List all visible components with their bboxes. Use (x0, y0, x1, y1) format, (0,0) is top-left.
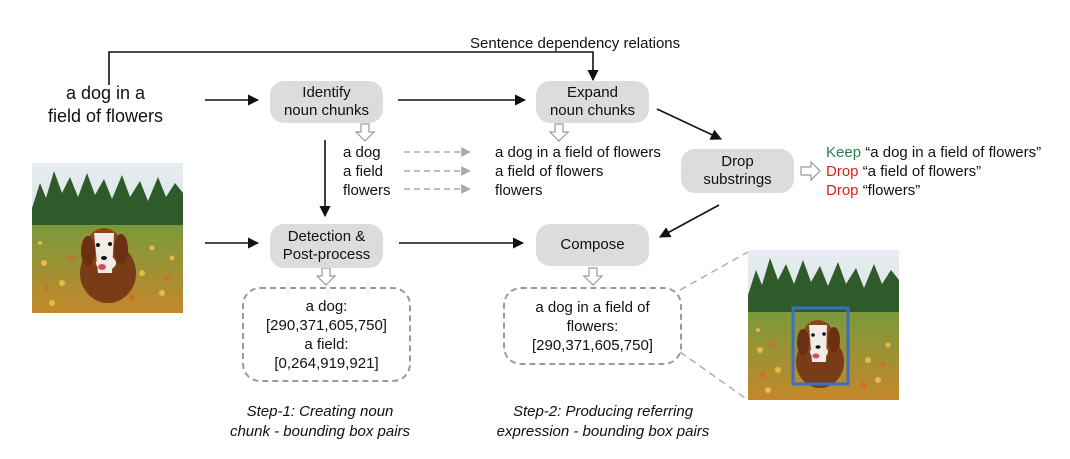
dog-figure (796, 320, 844, 388)
result-row: Drop “flowers” (826, 181, 1041, 200)
noun-chunk-item: a field (343, 163, 384, 180)
composed-line-1: a dog in a field of (535, 298, 650, 316)
bounding-box (791, 306, 850, 386)
arrow-expand-to-drop (656, 108, 723, 140)
noun-chunk-item: flowers (343, 182, 391, 199)
detection-postprocess-node: Detection & Post-process (270, 224, 383, 268)
step1-line-1: Step-1: Creating noun (246, 403, 394, 420)
zoom-connector-lines (679, 251, 749, 401)
identify-node-line-1: Identify (302, 84, 351, 101)
keep-action: Keep (826, 144, 862, 161)
expand-node-line-2: noun chunks (549, 102, 636, 119)
drop-substrings-node: Drop substrings (681, 149, 794, 193)
result-text: “a field of flowers” (862, 163, 982, 180)
composed-output-box: a dog in a field of flowers: [290,371,60… (503, 287, 682, 365)
dog-figure (80, 228, 136, 303)
dependency-relations-label: Sentence dependency relations (470, 35, 681, 52)
detection-bbox: [0,264,919,921] (274, 354, 379, 372)
step2-line-2: expression - bounding box pairs (496, 423, 710, 440)
identify-node-line-2: noun chunks (283, 102, 370, 119)
hollow-right-arrow-icon (800, 160, 821, 182)
hollow-down-arrow-icon (315, 267, 337, 286)
detection-label: a dog: (305, 297, 348, 315)
detection-node-line-2: Post-process (282, 246, 371, 263)
dependency-line (108, 51, 599, 85)
step1-caption: Step-1: Creating noun chunk - bounding b… (220, 402, 420, 442)
expanded-chunk-list: a dog in a field of flowers a field of f… (495, 143, 661, 200)
drop-node-line-2: substrings (703, 171, 772, 188)
filter-results: Keep “a dog in a field of flowers” Drop … (826, 143, 1041, 200)
result-text: “flowers” (862, 182, 921, 199)
composed-bbox: [290,371,605,750] (532, 336, 653, 354)
compose-node-label: Compose (560, 236, 625, 253)
dog-photo-output (748, 250, 899, 400)
step1-line-2: chunk - bounding box pairs (229, 423, 411, 440)
drop-action: Drop (826, 182, 859, 199)
result-text: “a dog in a field of flowers” (865, 144, 1042, 161)
expand-noun-chunks-node: Expand noun chunks (536, 81, 649, 123)
detection-output-box: a dog: [290,371,605,750] a field: [0,264… (242, 287, 411, 382)
detection-node-line-1: Detection & (287, 228, 366, 245)
noun-chunk-item: a dog (343, 144, 381, 161)
expanded-chunk-item: a dog in a field of flowers (495, 144, 661, 161)
result-row: Keep “a dog in a field of flowers” (826, 143, 1041, 162)
dog-photo-input (32, 163, 183, 313)
hollow-down-arrow-icon (354, 123, 376, 142)
step2-caption: Step-2: Producing referring expression -… (473, 402, 733, 442)
composed-line-2: flowers: (566, 317, 619, 335)
detection-label: a field: (304, 335, 349, 353)
input-caption: a dog in a field of flowers (48, 82, 163, 128)
compose-node: Compose (536, 224, 649, 266)
input-caption-line-2: field of flowers (48, 106, 164, 126)
drop-node-line-1: Drop (721, 153, 754, 170)
hollow-down-arrow-icon (582, 267, 604, 286)
step2-line-1: Step-2: Producing referring (512, 403, 694, 420)
hollow-down-arrow-icon (548, 123, 570, 142)
dashed-chunk-arrows (404, 147, 471, 194)
expanded-chunk-item: a field of flowers (495, 163, 604, 180)
expand-node-line-1: Expand (567, 84, 618, 101)
result-row: Drop “a field of flowers” (826, 162, 1041, 181)
detection-bbox: [290,371,605,750] (266, 316, 387, 334)
noun-chunk-list: a dog a field flowers (343, 143, 391, 200)
drop-action: Drop (826, 163, 859, 180)
expanded-chunk-item: flowers (495, 182, 543, 199)
input-caption-line-1: a dog in a (65, 83, 146, 103)
arrow-drop-to-compose (659, 204, 720, 238)
identify-noun-chunks-node: Identify noun chunks (270, 81, 383, 123)
